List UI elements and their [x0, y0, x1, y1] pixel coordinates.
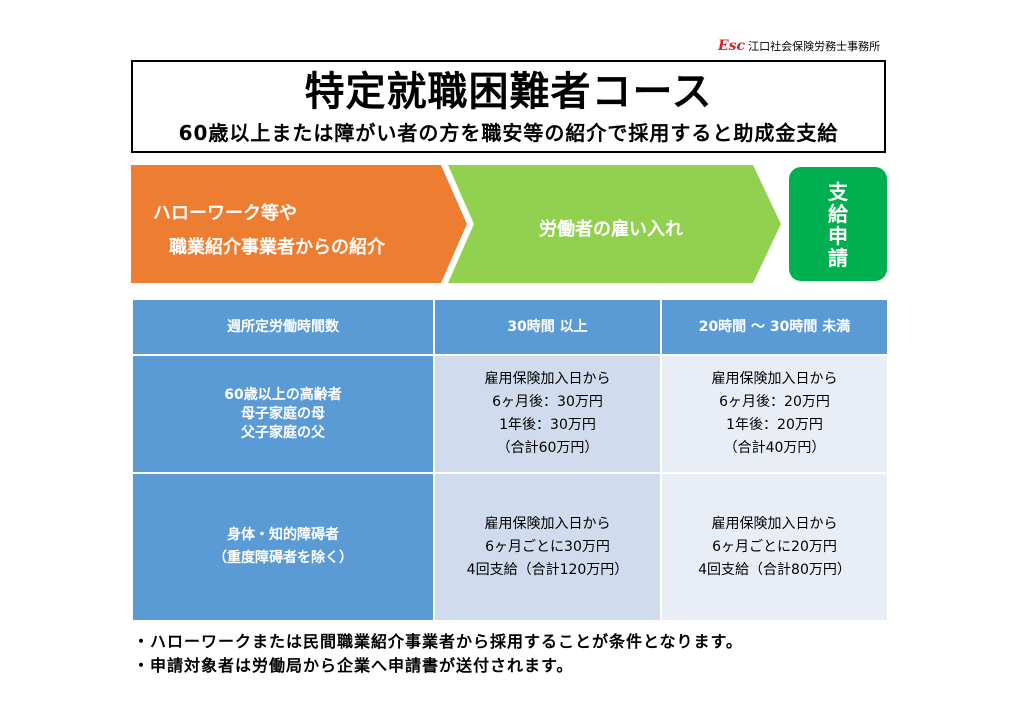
- flow-step3-char: 支: [828, 180, 848, 204]
- table-row: 60歳以上の高齢者 母子家庭の母 父子家庭の父 雇用保険加入日から 6ヶ月後：3…: [131, 354, 889, 474]
- flow-step3-char: 給: [828, 202, 848, 226]
- cell-line: 6ヶ月後：30万円: [492, 394, 603, 410]
- row-label-disabled: 身体・知的障碍者 （重度障碍者を除く）: [131, 472, 435, 622]
- cell-line: 雇用保険加入日から: [484, 515, 611, 532]
- header-30h-plus: 30時間 以上: [433, 298, 662, 356]
- cell-line: 雇用保険加入日から: [711, 371, 838, 387]
- flow-arrows: [131, 165, 887, 283]
- row-label-line: 母子家庭の母: [241, 405, 325, 422]
- flow-step1-arrow: [131, 165, 467, 283]
- flow-step2-arrow: [448, 165, 781, 283]
- page-title: 特定就職困難者コース: [304, 69, 713, 115]
- row-label-line: （重度障碍者を除く）: [213, 550, 353, 566]
- cell-line: 4回支給（合計80万円）: [698, 561, 851, 578]
- note-item: ・申請対象者は労働局から企業へ申請書が送付されます。: [133, 656, 574, 675]
- cell-line: 雇用保険加入日から: [484, 371, 611, 387]
- cell-line: 6ヶ月ごとに30万円: [485, 538, 610, 555]
- cell-line: 1年後：20万円: [726, 417, 823, 433]
- cell-disabled-30h: 雇用保険加入日から 6ヶ月ごとに30万円 4回支給（合計120万円）: [433, 472, 662, 622]
- flow-step3-char: 申: [828, 224, 848, 248]
- cell-line: 6ヶ月ごとに20万円: [712, 538, 837, 555]
- cell-line: 6ヶ月後：20万円: [719, 394, 830, 410]
- row-label-line: 父子家庭の父: [241, 424, 325, 441]
- subsidy-table: 週所定労働時間数 30時間 以上 20時間 ～ 30時間 未満 60歳以上の高齢…: [131, 298, 889, 622]
- company-logo: Esc 江口社会保険労務士事務所: [718, 38, 880, 54]
- cell-line: （合計60万円）: [496, 440, 599, 456]
- row-label-line: 60歳以上の高齢者: [224, 386, 342, 403]
- cell-disabled-20-30h: 雇用保険加入日から 6ヶ月ごとに20万円 4回支給（合計80万円）: [660, 472, 889, 622]
- cell-line: 4回支給（合計120万円）: [466, 561, 629, 578]
- table-row: 身体・知的障碍者 （重度障碍者を除く） 雇用保険加入日から 6ヶ月ごとに30万円…: [131, 472, 889, 622]
- cell-line: （合計40万円）: [723, 440, 826, 456]
- flow-step1-line2: 職業紹介事業者からの紹介: [169, 237, 385, 258]
- process-flow: ハローワーク等や 職業紹介事業者からの紹介 労働者の雇い入れ 支 給 申 請: [131, 165, 891, 285]
- logo-mark: Esc: [718, 38, 746, 54]
- row-label-line: 身体・知的障碍者: [227, 527, 339, 543]
- cell-line: 雇用保険加入日から: [711, 515, 838, 532]
- page-subtitle: 60歳以上または障がい者の方を職安等の紹介で採用すると助成金支給: [178, 121, 839, 145]
- flow-step2-label: 労働者の雇い入れ: [539, 219, 683, 240]
- notes: ・ハローワークまたは民間職業紹介事業者から採用することが条件となります。 ・申請…: [133, 630, 743, 678]
- cell-elderly-30h: 雇用保険加入日から 6ヶ月後：30万円 1年後：30万円 （合計60万円）: [433, 354, 662, 474]
- cell-elderly-20-30h: 雇用保険加入日から 6ヶ月後：20万円 1年後：20万円 （合計40万円）: [660, 354, 889, 474]
- cell-line: 1年後：30万円: [499, 417, 596, 433]
- flow-step3-char: 請: [828, 246, 848, 270]
- flow-step3-box: [789, 167, 887, 281]
- flow-step1-line1: ハローワーク等や: [153, 203, 297, 224]
- title-box: 特定就職困難者コース 60歳以上または障がい者の方を職安等の紹介で採用すると助成…: [131, 60, 886, 153]
- note-item: ・ハローワークまたは民間職業紹介事業者から採用することが条件となります。: [133, 632, 743, 651]
- row-label-elderly: 60歳以上の高齢者 母子家庭の母 父子家庭の父: [131, 354, 435, 474]
- flow-step3-label: 支 給 申 請: [789, 181, 887, 269]
- logo-text: 江口社会保険労務士事務所: [748, 40, 881, 53]
- table-header-row: 週所定労働時間数 30時間 以上 20時間 ～ 30時間 未満: [131, 298, 889, 356]
- header-20-30h: 20時間 ～ 30時間 未満: [660, 298, 889, 356]
- header-hours: 週所定労働時間数: [131, 298, 435, 356]
